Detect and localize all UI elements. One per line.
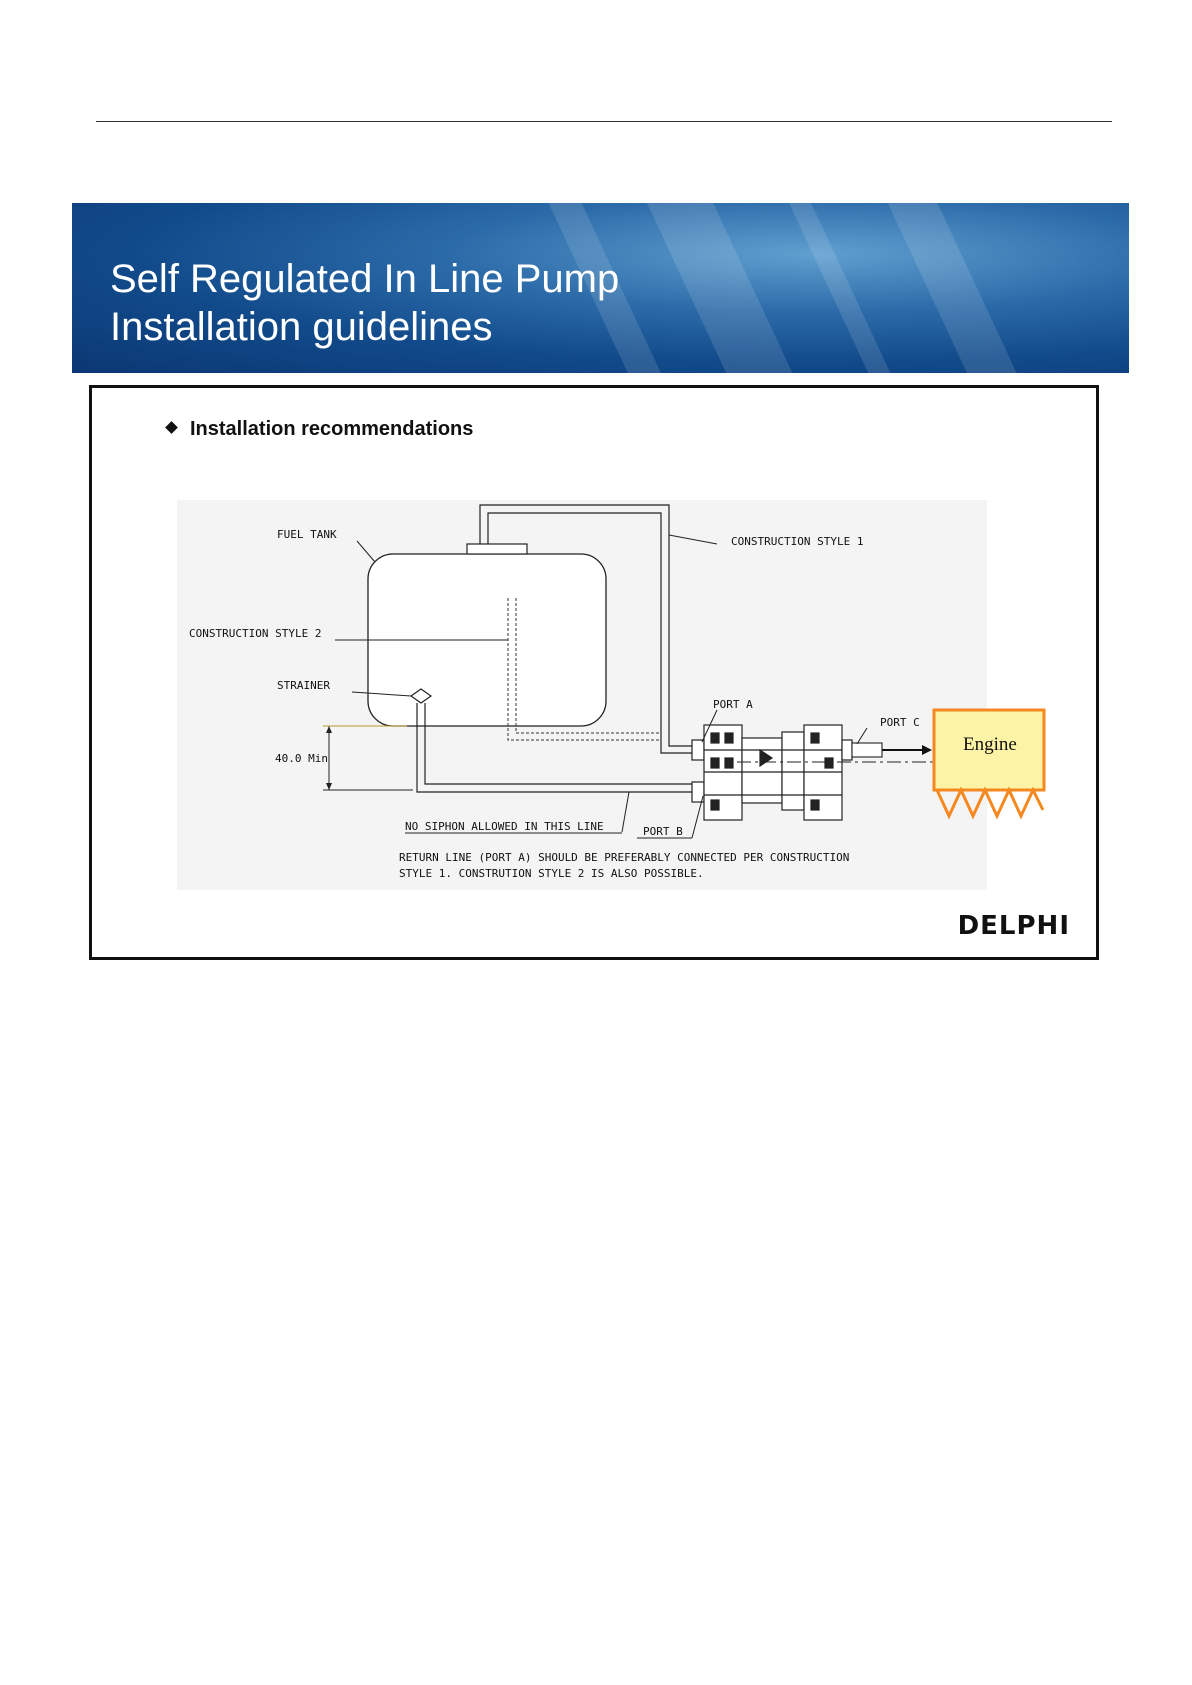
port-a-label: PORT A: [713, 698, 753, 711]
supply-line-port-b: [416, 703, 700, 793]
delphi-logo: DELPHI: [957, 911, 1070, 941]
title-banner: Self Regulated In Line Pump Installation…: [72, 203, 1129, 373]
port-b-label: PORT B: [643, 825, 683, 838]
return-pipe-style-2: [507, 598, 661, 741]
tank-cap: [466, 543, 528, 555]
return-pipe-style-1: [479, 504, 697, 747]
construction-style-1-label: CONSTRUCTION STYLE 1: [731, 535, 863, 548]
engine-label: Engine: [963, 734, 1017, 755]
strainer-shape: [409, 688, 433, 704]
bullet-item: Installation recommendations: [165, 418, 474, 441]
note-line-2: STYLE 1. CONSTRUTION STYLE 2 IS ALSO POS…: [399, 867, 704, 880]
fuel-tank-label: FUEL TANK: [277, 528, 337, 541]
min-height-label: 40.0 Min: [275, 752, 328, 765]
inline-pump: [691, 724, 853, 821]
title-line-2: Installation guidelines: [110, 305, 493, 349]
construction-style-2-label: CONSTRUCTION STYLE 2: [189, 627, 321, 640]
slide-frame: Installation recommendations 40.0 Min: [89, 385, 1099, 960]
installation-diagram: 40.0 Min: [177, 500, 1046, 890]
port-c-label: PORT C: [880, 716, 920, 729]
top-rule: [96, 121, 1112, 122]
diamond-bullet-icon: [165, 421, 178, 434]
no-siphon-label: NO SIPHON ALLOWED IN THIS LINE: [405, 820, 604, 833]
bullet-text: Installation recommendations: [190, 418, 474, 440]
note-line-1: RETURN LINE (PORT A) SHOULD BE PREFERABL…: [399, 851, 849, 864]
page-title: Self Regulated In Line Pump Installation…: [110, 255, 619, 351]
title-line-1: Self Regulated In Line Pump: [110, 257, 620, 301]
strainer-label: STRAINER: [277, 679, 330, 692]
port-c-fitting: [851, 742, 883, 758]
engine-block: Engine: [932, 708, 1046, 820]
